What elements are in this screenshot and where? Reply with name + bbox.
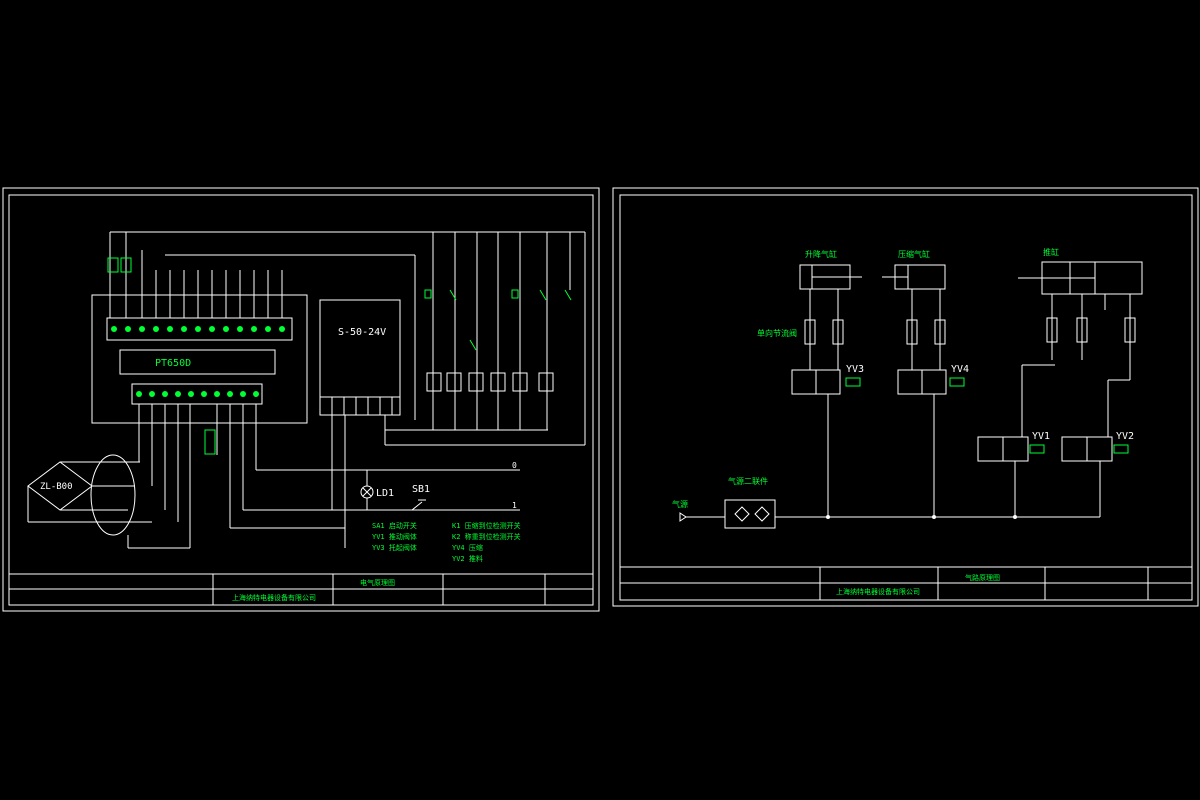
cylinder-label-push: 推缸	[1043, 247, 1059, 257]
svg-text:K2 称重到位检测开关: K2 称重到位检测开关	[452, 532, 521, 541]
frl-label: 气源二联件	[728, 476, 768, 486]
legend-code: YV3	[372, 544, 385, 552]
load-cell-sensor: ZL-B00	[27, 454, 190, 549]
cylinder-push: 推缸	[1018, 247, 1143, 295]
left-title-block: 上海纳特电器设备有限公司 电气原理图	[8, 573, 594, 606]
legend-code: K2	[452, 533, 460, 541]
coil-yv3	[490, 372, 506, 392]
output-coil-boxes	[426, 372, 554, 392]
legend-text: 压缩到位检测开关	[465, 521, 521, 530]
controller-bottom-terminal-strip	[131, 383, 263, 405]
output-contact-marks	[424, 289, 572, 351]
controller-label: PT650D	[155, 358, 191, 369]
frl-unit: 气源二联件	[724, 476, 776, 529]
air-source-label: 气源	[672, 499, 688, 509]
valve-label-yv2: YV2	[1116, 431, 1134, 442]
legend-text: 推料	[469, 554, 483, 563]
cylinder-lift: 升降气缸	[799, 249, 862, 290]
power-supply-label: S-50-24V	[338, 327, 386, 338]
relay-contact-1	[107, 257, 119, 273]
legend-text: 托起阀体	[389, 543, 417, 552]
valve-label-yv1: YV1	[1032, 431, 1050, 442]
svg-text:SA1 启动开关: SA1 启动开关	[372, 521, 417, 530]
coil-ka2	[538, 372, 554, 392]
air-line-junctions	[826, 515, 1017, 519]
valve-label-yv4: YV4	[951, 364, 969, 375]
legend-text: 启动开关	[389, 521, 417, 530]
sensor-cable-shield	[90, 454, 136, 536]
right-title-block: 上海纳特电器设备有限公司 气路原理图	[619, 566, 1193, 601]
push-button	[400, 499, 426, 511]
button-label: SB1	[412, 484, 430, 495]
left-sheet: PT650D	[2, 187, 600, 612]
svg-text:YV3 托起阀体: YV3 托起阀体	[372, 543, 417, 552]
svg-text:K1 压缩到位检测开关: K1 压缩到位检测开关	[452, 521, 521, 530]
svg-text:YV1 推动阀体: YV1 推动阀体	[372, 532, 417, 541]
air-source-arrow	[679, 512, 687, 522]
air-lines	[685, 364, 1130, 518]
controller-top-wires	[109, 231, 585, 420]
controller-display	[119, 349, 276, 375]
right-company-name: 上海纳特电器设备有限公司	[836, 587, 920, 596]
power-supply-box	[319, 299, 401, 416]
controller-top-terminals	[111, 326, 285, 332]
cylinder-press: 压缩气缸	[882, 249, 946, 290]
coil-yv1	[446, 372, 462, 392]
cylinder-label-lift: 升降气缸	[805, 249, 837, 259]
controller-bottom-terminals	[136, 391, 259, 397]
controller-top-terminal-strip	[106, 317, 293, 341]
left-sheet-inner-border	[8, 194, 594, 606]
legend-text: 推动阀体	[389, 532, 417, 541]
valve-yv1: YV1	[977, 431, 1050, 462]
check-valve-label: 单向节流阀	[757, 328, 797, 338]
legend-code: SA1	[372, 522, 385, 530]
output-column-wires	[384, 232, 586, 446]
right-sheet-outer-border	[612, 187, 1199, 607]
legend-text: 压缩	[469, 543, 483, 552]
valve-label-yv3: YV3	[846, 364, 864, 375]
valve-yv3: YV3	[791, 364, 864, 395]
terminal-label-0: 0	[512, 461, 517, 470]
left-drawing-name: 电气原理图	[360, 578, 395, 587]
right-drawing-name: 气路原理图	[965, 573, 1000, 582]
power-supply-terminal-dividers	[331, 397, 393, 415]
legend-code: K1	[452, 522, 460, 530]
sensor-label: ZL-B00	[40, 482, 73, 492]
svg-text:YV4 压缩: YV4 压缩	[452, 543, 483, 552]
legend-code: YV2	[452, 555, 465, 563]
right-sheet: 升降气缸 压缩气缸 推缸 单向节流阀	[612, 187, 1199, 607]
left-sheet-outer-border	[2, 187, 600, 612]
valve-yv4: YV4	[897, 364, 969, 395]
coil-ka1	[426, 372, 442, 392]
coil-yv2	[468, 372, 484, 392]
legend-text: 称重到位检测开关	[465, 532, 521, 541]
fuse-element	[204, 429, 216, 455]
svg-text:YV2 推料: YV2 推料	[452, 554, 483, 563]
lamp-label: LD1	[376, 488, 394, 499]
terminal-label-1: 1	[512, 501, 517, 510]
cylinder-label-press: 压缩气缸	[898, 249, 930, 259]
legend: SA1 启动开关 YV1 推动阀体 YV3 托起阀体 K1 压缩到位检测开关 K…	[372, 521, 521, 563]
coil-yv4	[512, 372, 528, 392]
relay-contact-2	[120, 257, 132, 273]
valve-yv2: YV2	[1061, 431, 1134, 462]
left-company-name: 上海纳特电器设备有限公司	[232, 593, 316, 602]
check-valve-lines	[804, 289, 1136, 380]
controller-housing	[91, 294, 308, 424]
legend-code: YV4	[452, 544, 465, 552]
controller-bottom-wires	[138, 404, 520, 548]
legend-code: YV1	[372, 533, 385, 541]
